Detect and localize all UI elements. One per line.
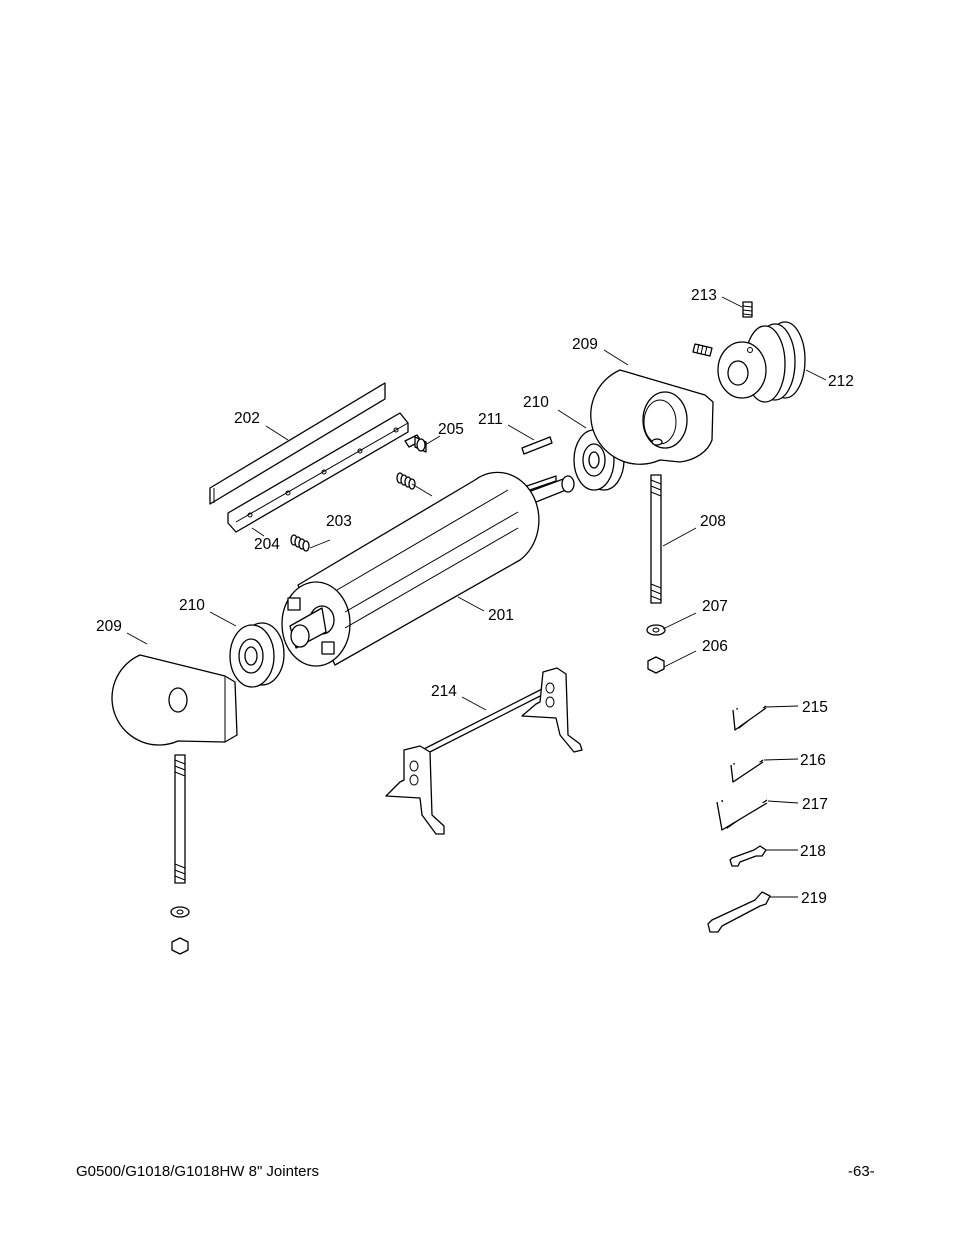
part-205-screw	[404, 434, 427, 453]
callout-218: 218	[800, 843, 826, 860]
part-212-pulley	[717, 321, 806, 403]
part-203-spring-upper	[396, 472, 416, 490]
callout-201: 201	[488, 607, 514, 624]
callout-213: 213	[691, 287, 717, 304]
callout-206: 206	[702, 638, 728, 655]
part-209-bearing-block-upper	[590, 369, 714, 465]
part-211-key	[521, 436, 553, 455]
footer-page-number: -63-	[848, 1163, 875, 1180]
callout-202: 202	[234, 410, 260, 427]
part-204-gib	[227, 412, 409, 533]
callout-209-upper: 209	[572, 336, 598, 353]
callout-215: 215	[802, 699, 828, 716]
part-202-knife	[209, 382, 386, 505]
part-207-washer	[646, 624, 666, 636]
callout-212: 212	[828, 373, 854, 390]
part-218-wrench	[729, 845, 767, 867]
part-203-spring-small	[290, 534, 310, 552]
part-215-hex-wrench	[732, 705, 767, 731]
part-210-bearing-lower	[229, 622, 285, 688]
callout-labels: 201 202 203 204 205 206 207 208 209 209 …	[96, 287, 854, 907]
callout-209-lower: 209	[96, 618, 122, 635]
callout-205: 205	[438, 421, 464, 438]
part-219-wrench	[707, 891, 771, 933]
part-201-cutterhead	[281, 471, 575, 667]
part-213-set-screw	[692, 301, 753, 357]
callout-217: 217	[802, 796, 828, 813]
callout-210-lower: 210	[179, 597, 205, 614]
part-stud-lower	[170, 754, 190, 955]
callout-208: 208	[700, 513, 726, 530]
footer-title: G0500/G1018/G1018HW 8" Jointers	[76, 1163, 319, 1180]
part-216-hex-wrench	[730, 759, 764, 783]
part-208-stud-upper	[650, 474, 662, 604]
part-214-knife-gauge	[385, 667, 583, 835]
callout-211: 211	[478, 411, 503, 428]
part-206-nut	[647, 656, 665, 674]
leader-lines	[126, 296, 827, 898]
callout-203: 203	[326, 513, 352, 530]
callout-204: 204	[254, 536, 280, 553]
part-217-hex-wrench	[716, 799, 768, 831]
callout-214: 214	[431, 683, 457, 700]
callout-219: 219	[801, 890, 827, 907]
callout-210-upper: 210	[523, 394, 549, 411]
part-209-bearing-block-lower	[111, 654, 238, 746]
callout-216: 216	[800, 752, 826, 769]
callout-207: 207	[702, 598, 728, 615]
